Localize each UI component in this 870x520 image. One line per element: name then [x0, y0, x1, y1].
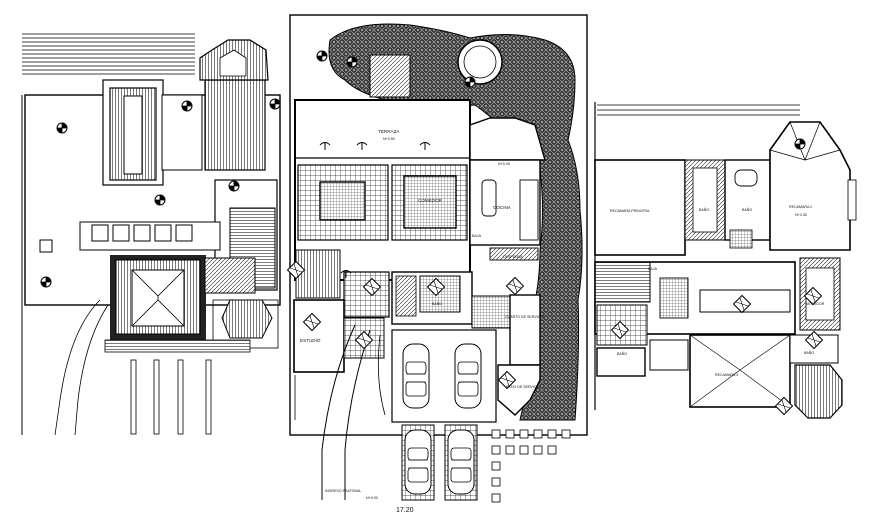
label-study: ESTUDIO [300, 338, 321, 343]
master-bedroom [594, 159, 686, 256]
label-bath-1: BAÑO [699, 207, 709, 212]
label-upper-level: N+3.35 [795, 213, 807, 217]
cars-driveway [401, 424, 478, 501]
study-room [293, 299, 345, 373]
kitchen-bay-outline [469, 117, 546, 246]
label-service-room: CUARTO DE SERVICIO [505, 315, 544, 319]
label-terrace-level: N+0.50 [383, 137, 395, 141]
upper-floor-room-labels: RECAMARA PRINCIPAL RECAMARA 2 N+3.35 REC… [610, 205, 825, 377]
label-kitchen: COCINA [493, 205, 512, 210]
overall-dimension: 17.20 [396, 507, 414, 514]
bedroom-3-bay [794, 364, 843, 419]
label-bedroom-3: RECAMARA 3 [715, 373, 738, 377]
label-bath-2: BAÑO [742, 207, 752, 212]
label-service-patio: PATIO DE SERVICIO [506, 385, 541, 389]
bedroom-2-bay [769, 121, 857, 251]
label-bedroom-2: RECAMARA 2 [789, 205, 812, 209]
roof-hip-lower [110, 255, 206, 340]
label-bath-4: BAÑO [804, 350, 814, 355]
upper-floor-plan: RECAMARA PRINCIPAL RECAMARA 2 N+3.35 REC… [594, 102, 857, 419]
label-bath-3: BAÑO [617, 351, 627, 356]
label-terrace: TERRAZA [378, 129, 400, 134]
label-closet: VESTIDOR [806, 302, 825, 306]
ground-floor-room-labels: TERRAZA N+0.50 COCINA N+0.45 COMEDOR DES… [300, 129, 544, 500]
label-entry-level: N+0.00 [366, 496, 378, 500]
paver-grid [491, 429, 571, 503]
terrace-stair-grid [369, 54, 411, 98]
label-slope: BAJA [472, 234, 482, 238]
fountain-circle [457, 39, 503, 85]
ground-floor-plan: TERRAZA N+0.50 COCINA N+0.45 COMEDOR DES… [287, 14, 588, 514]
label-master-bedroom: RECAMARA PRINCIPAL [610, 209, 650, 213]
label-upper-stair: BAJA [648, 267, 658, 271]
label-ground-bath: BAÑO [432, 301, 442, 306]
roof-plan [21, 33, 281, 436]
label-dining: COMEDOR [418, 198, 443, 203]
roof-top-lines [22, 33, 195, 75]
roof-gable-top [204, 79, 266, 171]
label-kitchen-level: N+0.45 [498, 162, 510, 166]
label-pantry: DESPENSA [503, 255, 523, 259]
roof-vent-row [91, 224, 193, 242]
roof-columns [130, 359, 212, 435]
label-pedestrian-entry: INGRESO PEATONAL [325, 489, 361, 493]
